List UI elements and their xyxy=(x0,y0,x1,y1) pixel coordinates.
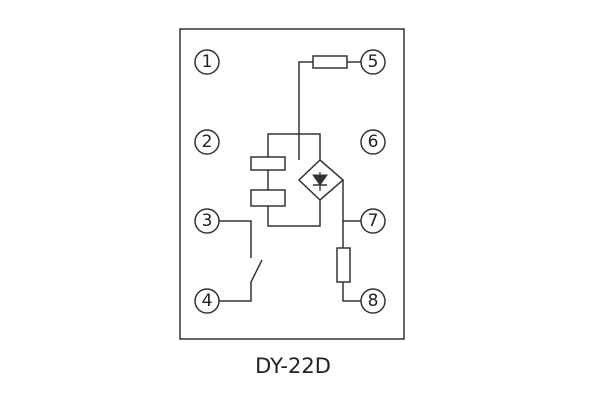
terminal-2-label: 2 xyxy=(202,132,213,152)
terminal-5-label: 5 xyxy=(368,52,379,72)
wire-bridge-to-terminal-7 xyxy=(342,180,361,222)
terminal-7-label: 7 xyxy=(368,211,379,231)
contact-switch-icon xyxy=(219,220,263,302)
resistor-icon xyxy=(312,55,348,69)
relay-coil-icon xyxy=(250,156,286,171)
terminal-8-label: 8 xyxy=(368,291,379,311)
relay-coil-icon xyxy=(250,189,286,207)
wire-coil-bottom xyxy=(267,200,321,227)
terminal-1: 1 xyxy=(194,49,220,75)
terminal-3-label: 3 xyxy=(202,211,213,231)
terminal-3: 3 xyxy=(194,208,220,234)
terminal-6: 6 xyxy=(360,129,386,155)
resistor-icon xyxy=(336,247,351,283)
model-label: DY-22D xyxy=(255,354,331,378)
wire-resistor-link xyxy=(342,221,361,302)
terminal-2: 2 xyxy=(194,129,220,155)
wire-terminal-5-to-bridge xyxy=(298,61,361,160)
terminal-6-label: 6 xyxy=(368,132,379,152)
terminal-7: 7 xyxy=(360,208,386,234)
terminal-4-label: 4 xyxy=(202,291,213,311)
terminal-4: 4 xyxy=(194,288,220,314)
terminal-5: 5 xyxy=(360,49,386,75)
terminal-1-label: 1 xyxy=(202,52,213,72)
relay-housing-frame xyxy=(179,28,405,340)
terminal-8: 8 xyxy=(360,288,386,314)
wire-coil-top xyxy=(267,133,321,160)
diode-icon xyxy=(312,172,328,191)
